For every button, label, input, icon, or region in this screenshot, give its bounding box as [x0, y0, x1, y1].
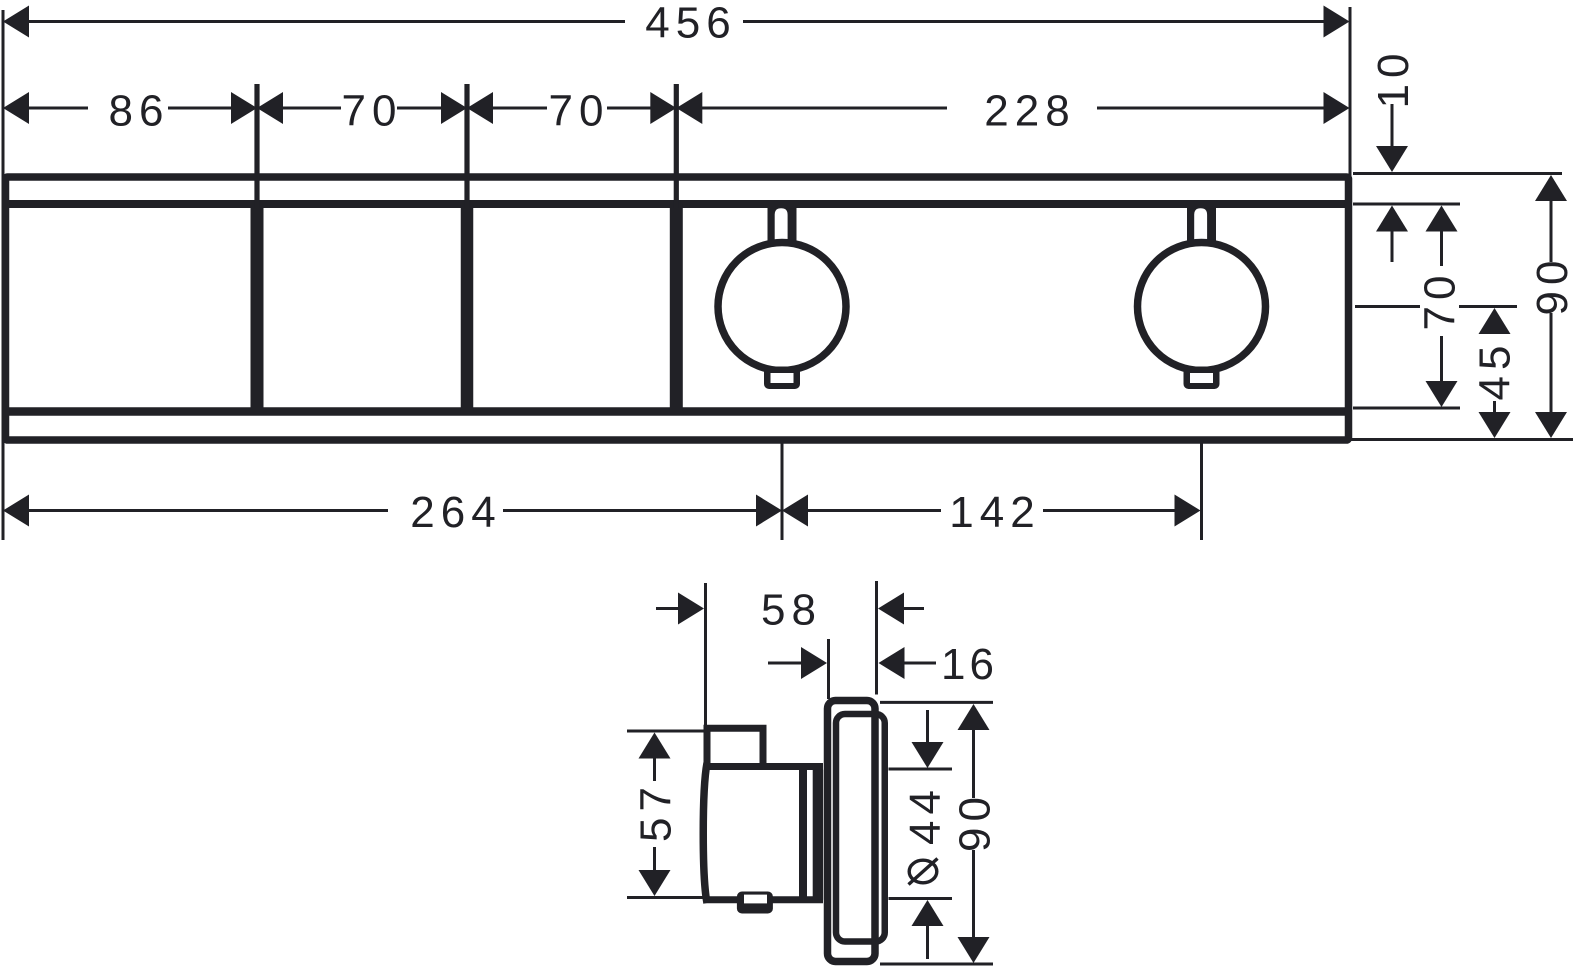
- svg-text:264: 264: [410, 488, 501, 537]
- svg-text:16: 16: [941, 640, 998, 689]
- svg-text:70: 70: [1416, 270, 1465, 331]
- svg-text:86: 86: [109, 87, 170, 136]
- svg-text:45: 45: [1471, 340, 1520, 401]
- svg-text:10: 10: [1369, 48, 1418, 109]
- svg-text:456: 456: [645, 0, 736, 48]
- svg-text:57: 57: [632, 781, 681, 842]
- svg-text:70: 70: [549, 87, 610, 136]
- svg-text:228: 228: [984, 87, 1075, 136]
- svg-text:90: 90: [951, 791, 1000, 852]
- svg-text:58: 58: [761, 586, 822, 635]
- svg-text:70: 70: [342, 87, 403, 136]
- svg-text:90: 90: [1528, 255, 1576, 316]
- svg-text:44: 44: [901, 784, 950, 845]
- svg-text:142: 142: [949, 488, 1040, 537]
